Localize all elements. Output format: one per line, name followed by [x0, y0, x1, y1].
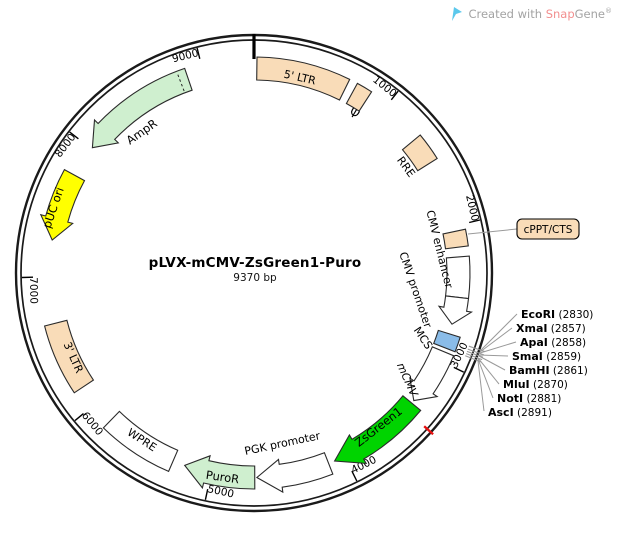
feature-pgk-promoter[interactable]: [255, 451, 334, 494]
feature-5-ltr[interactable]: [256, 56, 351, 101]
enzyme-line-bamhi: [478, 355, 506, 371]
enzyme-label-ecori[interactable]: EcoRI (2830): [521, 308, 593, 321]
enzyme-site-tick-3: [466, 353, 483, 361]
red-site-mark: [423, 425, 434, 436]
feature-mcmv[interactable]: [409, 346, 455, 402]
tick-label-7000: 7000: [27, 277, 40, 304]
tick-1000: [390, 90, 399, 101]
tick-4000: [351, 470, 358, 482]
tick-5000: [204, 488, 209, 500]
enzyme-line-ecori: [480, 313, 518, 351]
cppt-cts-callout-line: [467, 228, 518, 235]
feature-cmv-promoter[interactable]: [437, 295, 474, 325]
feature-cmv-promoter-label: CMV promoter: [396, 250, 434, 330]
feature-feature-label: Ψ: [346, 105, 361, 122]
brand-gene: Gene: [574, 7, 605, 21]
enzyme-site-tick-1: [467, 348, 485, 356]
tick-label-6000: 6000: [79, 410, 105, 438]
feature-puror-label: PuroR: [205, 468, 240, 487]
tick-9000: [196, 47, 201, 59]
enzyme-line-smai: [478, 354, 509, 357]
registered-mark: ®: [605, 7, 612, 16]
enzyme-line-noti: [477, 358, 494, 399]
tick-label-2000: 2000: [463, 194, 481, 223]
snapgene-logo-icon: [452, 7, 463, 21]
plasmid-size: 9370 bp: [233, 272, 277, 284]
plasmid-center-block: pLVX-mCMV-ZsGreen1-Puro 9370 bp: [120, 255, 390, 284]
snapgene-watermark: Created with SnapGene®: [450, 6, 612, 22]
enzyme-line-asci: [477, 360, 485, 412]
watermark-text: Created with SnapGene®: [468, 7, 612, 21]
tick-label-9000: 9000: [171, 47, 200, 65]
tick-2000: [469, 219, 481, 224]
enzyme-label-asci[interactable]: AscI (2891): [488, 406, 552, 419]
feature-rre[interactable]: [401, 134, 438, 172]
feature-3-ltr[interactable]: [43, 319, 95, 394]
feature-ampr[interactable]: [91, 67, 193, 149]
cppt-cts-callout-box[interactable]: [516, 218, 580, 240]
enzyme-line-mlui: [477, 357, 500, 385]
enzyme-label-smai[interactable]: SmaI (2859): [512, 350, 581, 363]
feature-zsgreen1[interactable]: [333, 395, 422, 465]
enzyme-label-mlui[interactable]: MluI (2870): [503, 378, 568, 391]
feature-ampr-codon-boundary: [176, 73, 185, 92]
enzyme-label-bamhi[interactable]: BamHI (2861): [509, 364, 588, 377]
enzyme-line-apai: [479, 341, 517, 354]
feature-puror[interactable]: [183, 454, 256, 490]
feature-wpre[interactable]: [102, 410, 179, 473]
tick-6000: [74, 413, 84, 422]
enzyme-label-xmai[interactable]: XmaI (2857): [516, 322, 586, 335]
enzyme-line-xmai: [479, 327, 513, 353]
cppt-cts-callout-label: cPPT/CTS: [524, 224, 573, 236]
feature-mcs[interactable]: [432, 329, 461, 353]
brand-snap: Snap: [545, 7, 575, 21]
tick-8000: [69, 131, 79, 140]
feature-pgk-promoter-label: PGK promoter: [243, 429, 321, 458]
tick-3000: [453, 366, 465, 373]
enzyme-label-apai[interactable]: ApaI (2858): [520, 336, 586, 349]
feature-cmv-enhancer-label: CMV enhancer: [423, 209, 455, 290]
feature-feature[interactable]: [345, 82, 373, 112]
cppt-cts-box[interactable]: [442, 228, 469, 250]
feature-puc-ori[interactable]: [39, 168, 86, 241]
enzyme-label-noti[interactable]: NotI (2881): [497, 392, 561, 405]
plasmid-title: pLVX-mCMV-ZsGreen1-Puro: [148, 255, 362, 271]
